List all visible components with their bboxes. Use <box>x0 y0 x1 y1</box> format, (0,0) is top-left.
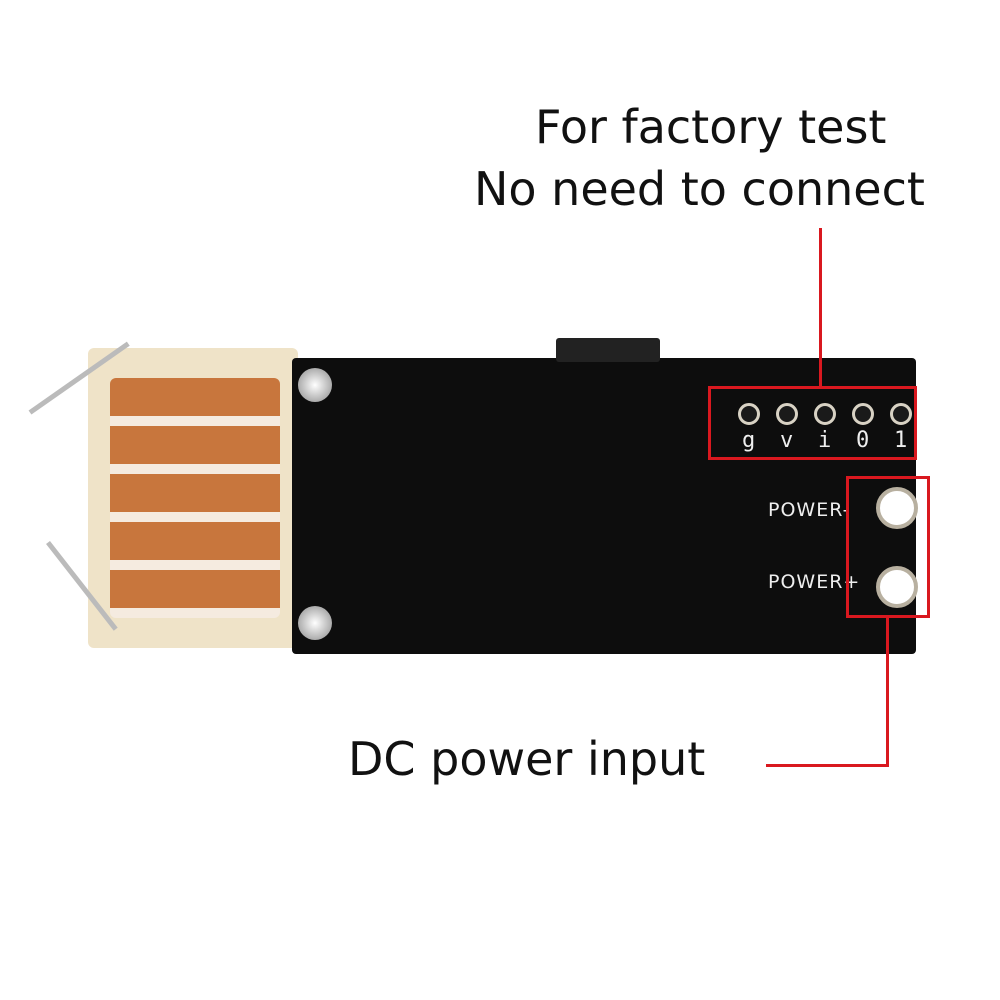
factory-test-label-line2: No need to connect <box>474 162 925 216</box>
power-plus-label: POWER+ <box>768 571 861 593</box>
screw-bottom <box>298 606 332 640</box>
power-minus-pad <box>876 487 918 529</box>
pin-label-0: 0 <box>856 428 870 453</box>
pin-label-g: g <box>742 428 756 453</box>
factory-test-callout-line <box>819 228 822 388</box>
pin-hole-1 <box>890 403 912 425</box>
pcb-connector-top <box>556 338 660 362</box>
power-plus-pad <box>876 566 918 608</box>
pin-hole-0 <box>852 403 874 425</box>
pin-hole-v <box>776 403 798 425</box>
pin-label-1: 1 <box>894 428 908 453</box>
pcb-board <box>292 358 916 654</box>
power-pads-box <box>846 476 930 618</box>
factory-test-pins-box <box>708 386 917 460</box>
dc-power-label: DC power input <box>348 732 706 786</box>
transformer-coil <box>88 348 298 648</box>
power-minus-label: POWER- <box>768 499 851 521</box>
factory-test-label-line1: For factory test <box>535 100 887 154</box>
pin-hole-i <box>814 403 836 425</box>
pin-label-i: i <box>818 428 832 453</box>
pin-hole-g <box>738 403 760 425</box>
dc-callout-line-horizontal <box>766 764 889 767</box>
screw-top <box>298 368 332 402</box>
pin-label-v: v <box>780 428 794 453</box>
dc-callout-line-vertical <box>886 617 889 767</box>
